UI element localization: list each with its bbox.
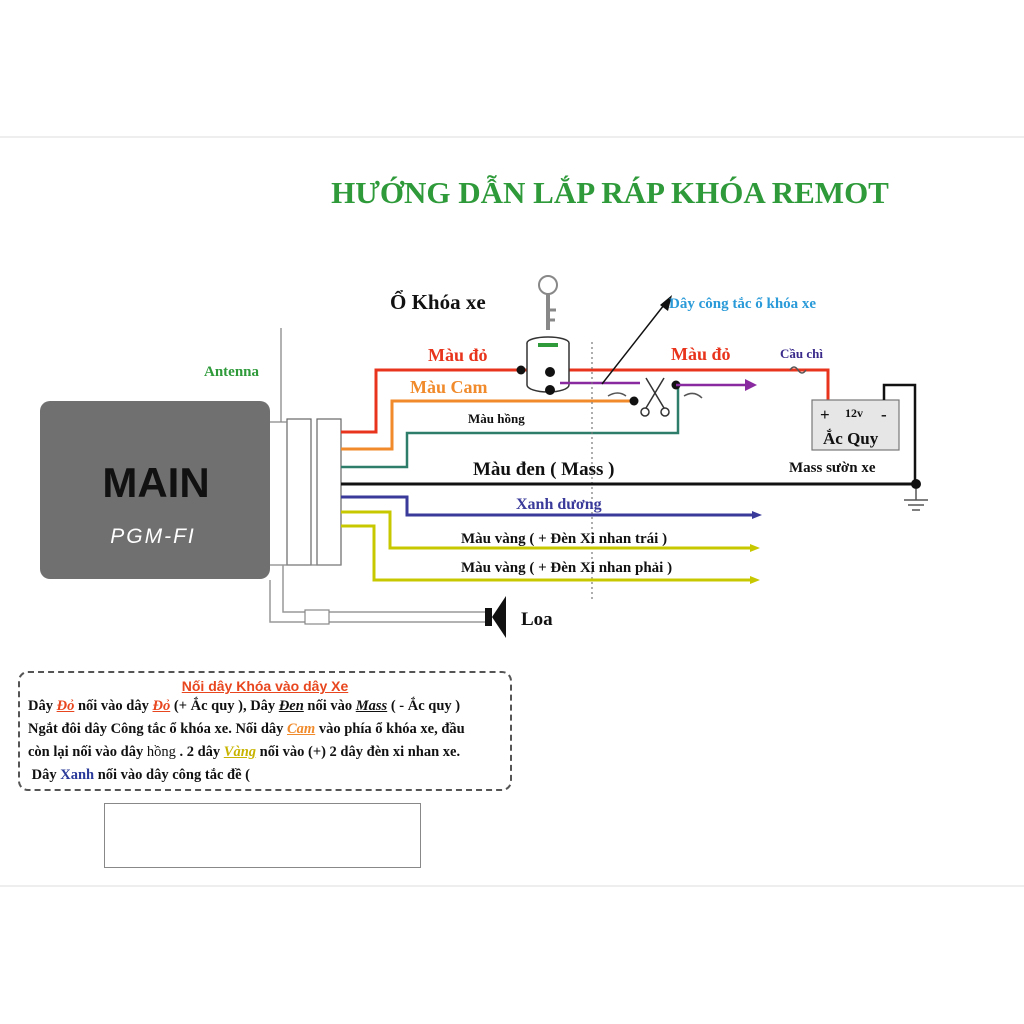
blue-wire-label: Xanh dương	[516, 496, 602, 513]
blank-box	[104, 803, 421, 868]
note-line-3: còn lại nối vào dây hồng . 2 dây Vàng nố…	[28, 744, 461, 760]
note-heading: Nối dây Khóa vào dây Xe	[181, 678, 349, 694]
ignition-switch-pointer	[601, 304, 665, 385]
fuse-symbol	[789, 366, 807, 374]
ground-junction-dot	[911, 479, 921, 489]
key-icon	[538, 275, 558, 330]
ignition-switch-wire-arrow	[745, 379, 757, 391]
connector-block-left	[286, 418, 312, 566]
red-junction-dot	[516, 365, 526, 375]
chassis-ground-label: Mass sườn xe	[789, 460, 876, 476]
note-line-1: Dây Đỏ nối vào dây Đỏ (+ Ắc quy ), Dây Đ…	[28, 698, 461, 714]
scissors-icon	[640, 377, 670, 417]
battery-minus: -	[881, 405, 887, 424]
wire-cut-end-left	[607, 392, 627, 397]
yellow-wire-left-arrow	[750, 544, 760, 552]
battery-label: Ắc Quy	[823, 429, 879, 448]
diagram-title: HƯỚNG DẪN LẮP RÁP KHÓA REMOT	[331, 174, 889, 210]
battery-voltage: 12v	[845, 406, 863, 420]
battery-plus: +	[820, 405, 830, 424]
note-line-4: Dây Xanh nối vào dây công tắc đề (	[31, 767, 250, 783]
blue-wire-arrow	[752, 511, 762, 519]
wiring-instructions-note: Nối dây Khóa vào dây Xe Dây Đỏ nối vào d…	[18, 671, 512, 791]
yellow-wire-left	[341, 510, 750, 550]
red-wire-label-left: Màu đỏ	[428, 345, 488, 365]
ignition-switch-pointer-head	[660, 295, 672, 311]
red-wire-label-right: Màu đỏ	[671, 344, 731, 364]
red-wire	[341, 368, 830, 434]
battery-box	[811, 399, 900, 451]
ignition-lock-cylinder	[526, 336, 570, 395]
black-wire-label: Màu đen ( Mass )	[473, 459, 614, 480]
connector-block-right	[316, 418, 342, 566]
pink-wire	[341, 384, 680, 469]
ground-icon	[904, 489, 928, 511]
main-unit-label: MAIN	[102, 459, 209, 506]
orange-junction-dot	[629, 396, 639, 406]
main-unit-model: PGM-FI	[110, 525, 196, 548]
speaker-icon	[485, 596, 506, 638]
yellow-wire-right-label: Màu vàng ( + Đèn Xi nhan phải )	[461, 560, 672, 576]
speaker-wire-inner	[282, 565, 485, 613]
fuse-label: Cầu chì	[780, 346, 823, 361]
speaker-wire-outer	[269, 580, 485, 623]
speaker-fuse	[304, 609, 330, 625]
wire-cut-end-right	[683, 392, 703, 399]
antenna-label: Antenna	[204, 364, 260, 380]
battery-negative-wire	[882, 383, 917, 485]
note-line-2: Ngắt đôi dây Công tắc ổ khóa xe. Nối dây…	[28, 721, 465, 737]
blue-wire	[341, 495, 752, 517]
ignition-switch-wire-label: Dây công tắc ổ khóa xe	[669, 296, 816, 312]
main-unit-box	[40, 401, 270, 579]
yellow-wire-right	[341, 524, 750, 582]
yellow-wire-right-arrow	[750, 576, 760, 584]
orange-wire	[341, 399, 634, 451]
ignition-lock-label: Ổ Khóa xe	[390, 290, 486, 314]
orange-wire-label: Màu Cam	[410, 377, 488, 397]
speaker-label: Loa	[521, 609, 553, 630]
yellow-wire-left-label: Màu vàng ( + Đèn Xi nhan trái )	[461, 531, 667, 547]
pink-wire-label: Màu hồng	[468, 411, 525, 426]
